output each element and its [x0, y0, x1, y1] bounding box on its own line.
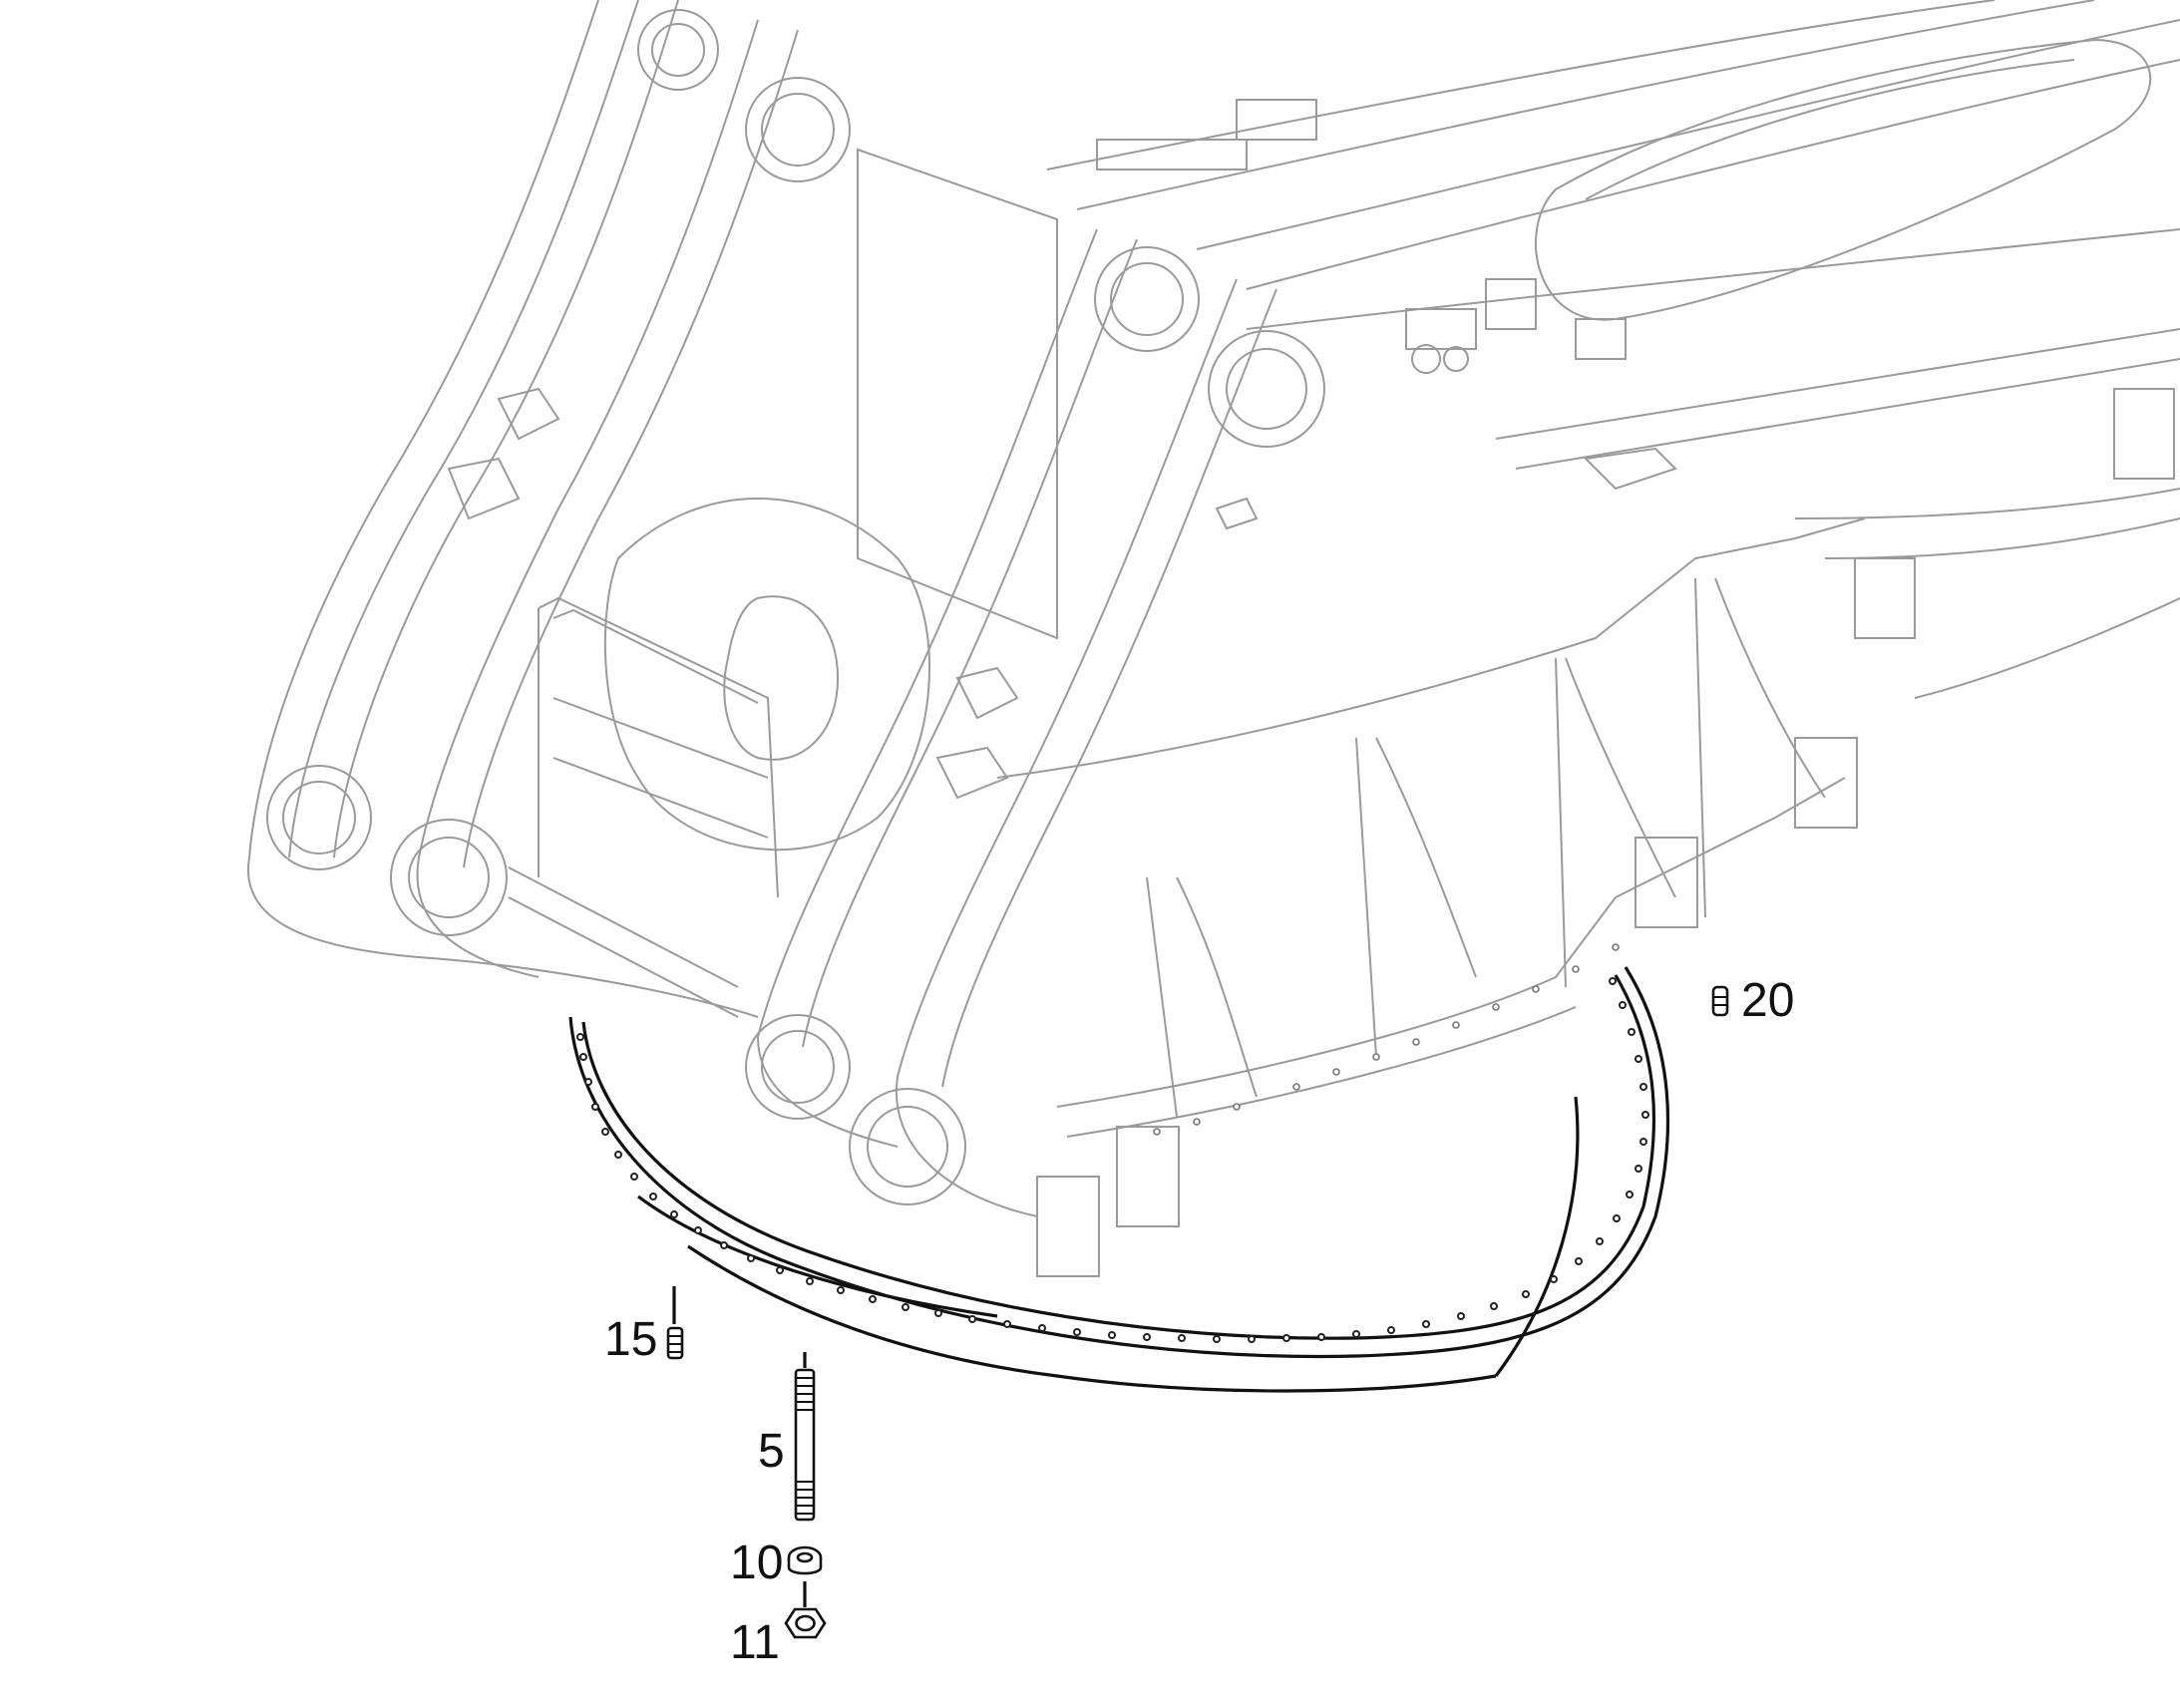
callout-5: 5	[758, 1425, 785, 1478]
stud-icon	[794, 1368, 816, 1522]
callout-11: 11	[730, 1616, 780, 1669]
callout-10: 10	[730, 1537, 784, 1589]
nut-icon	[784, 1607, 827, 1639]
callout-15: 15	[604, 1313, 658, 1366]
washer-icon	[787, 1545, 823, 1575]
slewing-ring	[568, 943, 1670, 1393]
plug-icon	[666, 1326, 684, 1360]
callout-20: 20	[1741, 974, 1795, 1027]
ring-bolt-icon	[1711, 985, 1729, 1017]
chassis-frame	[246, 0, 2180, 1277]
leader-lines	[672, 1286, 807, 1607]
